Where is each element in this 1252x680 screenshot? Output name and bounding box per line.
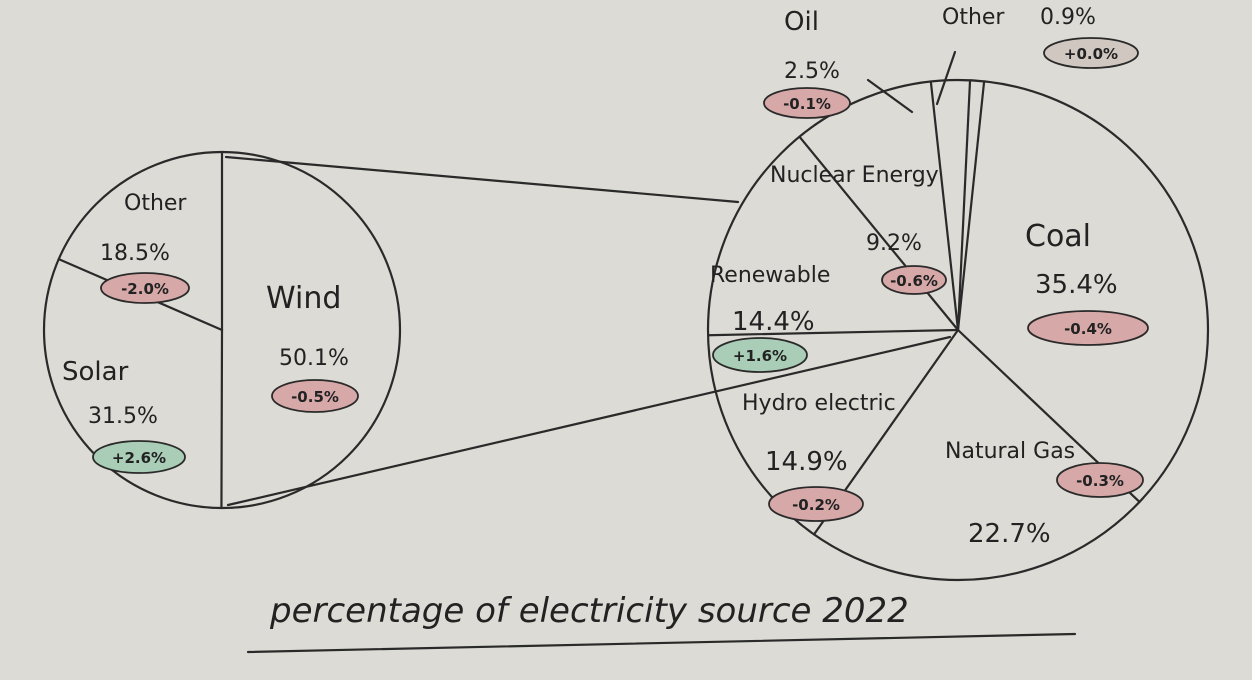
- change-badge: [1027, 310, 1149, 346]
- slice-boundary-solar: [220, 328, 224, 510]
- slice-name: Nuclear Energy: [770, 163, 939, 188]
- sub-slice-label-solar: Solar 31.5% +2.6%: [62, 357, 186, 474]
- connector-line-top: [224, 155, 740, 204]
- slice-boundary-other: [956, 79, 972, 332]
- slice-value: 35.4%: [1035, 270, 1118, 300]
- slice-label-natural-gas: Natural Gas 22.7% -0.3%: [945, 439, 1144, 549]
- change-badge: [1043, 37, 1139, 69]
- slice-label-hydro-electric: Hydro electric 14.9% -0.2%: [742, 391, 896, 522]
- slice-change: -2.0%: [121, 280, 169, 298]
- slice-change: -0.4%: [1064, 320, 1112, 338]
- change-badge: [712, 337, 808, 373]
- slice-value: 31.5%: [88, 404, 158, 429]
- slice-label-coal: Coal 35.4% -0.4%: [1025, 219, 1149, 346]
- slice-name: Solar: [62, 357, 129, 387]
- slice-name: Coal: [1025, 219, 1091, 254]
- slice-label-other: Other 0.9% +0.0%: [935, 5, 1139, 106]
- change-badge: [881, 265, 947, 295]
- title-underline: [246, 632, 1077, 654]
- slice-change: +1.6%: [733, 347, 787, 365]
- change-badge: [92, 440, 186, 474]
- slice-name: Other: [124, 191, 187, 216]
- slice-change: +2.6%: [112, 449, 166, 467]
- slice-label-oil: Oil 2.5% -0.1%: [763, 7, 914, 119]
- slice-change: -0.5%: [291, 388, 339, 406]
- chart-title: percentage of electricity source 2022: [269, 591, 909, 631]
- slice-label-nuclear-energy: Nuclear Energy 9.2% -0.6%: [770, 163, 947, 295]
- change-badge: [768, 486, 864, 522]
- other-leader-line: [935, 50, 957, 106]
- pie-outline: [706, 78, 1210, 582]
- connector-line-bottom: [226, 335, 952, 507]
- slice-value: 0.9%: [1040, 5, 1096, 30]
- slice-name: Other: [942, 5, 1005, 30]
- slice-change: -0.2%: [792, 496, 840, 514]
- slice-label-renewable: Renewable 14.4% +1.6%: [710, 263, 830, 373]
- slice-name: Natural Gas: [945, 439, 1075, 464]
- change-badge: [271, 379, 359, 413]
- slice-boundary-oil: [929, 80, 960, 332]
- oil-leader-line: [866, 78, 914, 114]
- slice-name: Oil: [784, 7, 819, 37]
- slice-name: Wind: [266, 281, 341, 316]
- sub-slice-label-other: Other 18.5% -2.0%: [100, 191, 190, 304]
- slice-boundary-renewable: [706, 328, 960, 337]
- slice-value: 18.5%: [100, 241, 170, 266]
- change-badge: [100, 272, 190, 304]
- slice-change: +0.0%: [1064, 45, 1118, 63]
- slice-change: -0.3%: [1076, 472, 1124, 490]
- slice-value: 2.5%: [784, 59, 840, 84]
- slice-name: Hydro electric: [742, 391, 896, 416]
- slice-boundary-nuclear-energy: [798, 135, 960, 332]
- slice-value: 22.7%: [968, 519, 1051, 549]
- change-badge: [1056, 462, 1144, 498]
- slice-value: 14.4%: [732, 307, 815, 337]
- sub-slice-label-wind: Wind 50.1% -0.5%: [266, 281, 359, 413]
- slice-value: 14.9%: [765, 447, 848, 477]
- slice-value: 50.1%: [279, 346, 349, 371]
- change-badge: [763, 87, 851, 119]
- slice-name: Renewable: [710, 263, 830, 288]
- slice-boundary-coal: [956, 80, 986, 332]
- slice-change: -0.6%: [890, 272, 938, 290]
- slice-change: -0.1%: [783, 95, 831, 113]
- slice-value: 9.2%: [866, 231, 922, 256]
